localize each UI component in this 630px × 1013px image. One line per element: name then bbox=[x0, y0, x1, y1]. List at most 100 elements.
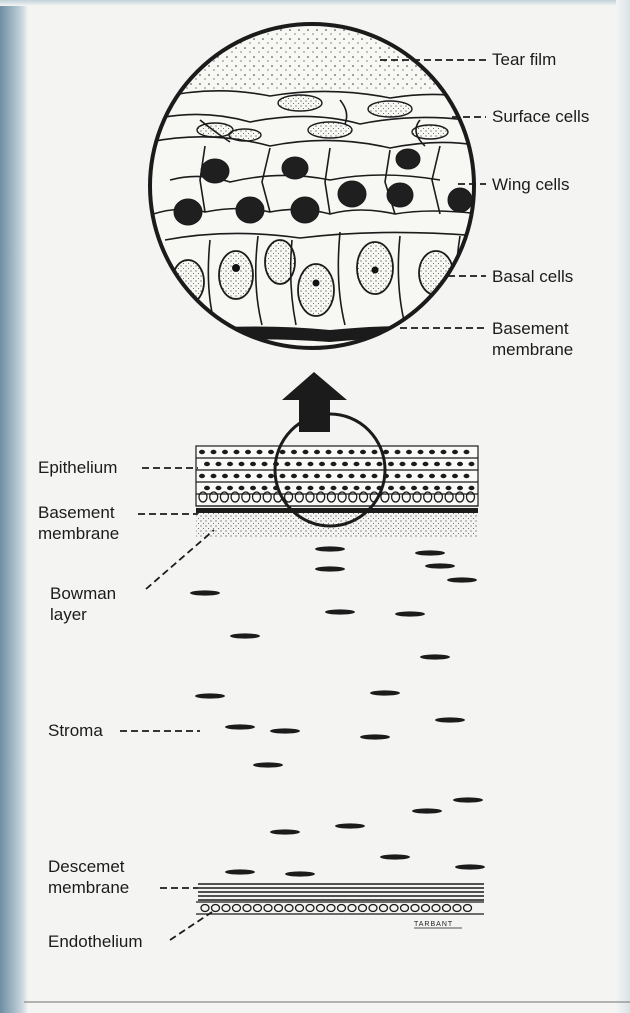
label-endothelium: Endothelium bbox=[48, 931, 143, 952]
epithelium-nucleus bbox=[446, 462, 452, 466]
epithelium-nucleus bbox=[429, 474, 435, 478]
label-epithelium: Epithelium bbox=[38, 457, 117, 478]
epithelium-nucleus bbox=[400, 462, 406, 466]
endothelium-cell bbox=[327, 905, 335, 912]
epithelium-nucleus bbox=[349, 450, 355, 454]
epithelium-nucleus bbox=[262, 462, 268, 466]
label-basal-cells: Basal cells bbox=[492, 266, 573, 287]
epithelium-nucleus bbox=[204, 486, 210, 490]
epithelium-nucleus bbox=[464, 450, 470, 454]
epithelium-nucleus bbox=[245, 474, 251, 478]
epithelium-nucleus bbox=[319, 462, 325, 466]
epithelium-nucleus bbox=[319, 486, 325, 490]
leader-bowman bbox=[146, 530, 214, 589]
artist-signature: TARBANT bbox=[414, 921, 453, 928]
endothelium-cell bbox=[411, 905, 419, 912]
label-stroma: Stroma bbox=[48, 720, 103, 741]
epithelium-nucleus bbox=[395, 450, 401, 454]
epithelium-nucleus bbox=[337, 450, 343, 454]
leader-endothelium bbox=[170, 912, 212, 940]
label-tear-film: Tear film bbox=[492, 49, 556, 70]
epithelium-nucleus bbox=[314, 450, 320, 454]
keratocyte bbox=[335, 823, 365, 828]
keratocyte bbox=[455, 864, 485, 869]
epithelium-nucleus bbox=[388, 462, 394, 466]
endothelium-cell bbox=[296, 905, 304, 912]
epithelium-nucleus bbox=[296, 462, 302, 466]
epithelium-nucleus bbox=[464, 474, 470, 478]
epithelium-nucleus bbox=[216, 462, 222, 466]
epithelium-nucleus bbox=[211, 450, 217, 454]
epithelium-nucleus bbox=[268, 474, 274, 478]
magnification-arrow bbox=[282, 372, 347, 432]
endothelium-cell bbox=[285, 905, 293, 912]
endothelium-cell bbox=[432, 905, 440, 912]
endothelium-cell bbox=[212, 905, 220, 912]
keratocyte bbox=[415, 550, 445, 555]
epithelium-nucleus bbox=[291, 450, 297, 454]
epithelium-nucleus bbox=[296, 486, 302, 490]
epithelium-nucleus bbox=[199, 474, 205, 478]
label-wing-cells: Wing cells bbox=[492, 174, 569, 195]
epithelium-nucleus bbox=[388, 486, 394, 490]
endothelium-cell bbox=[338, 905, 346, 912]
epithelium-nucleus bbox=[457, 486, 463, 490]
epithelium-nucleus bbox=[365, 486, 371, 490]
epithelium-nucleus bbox=[211, 474, 217, 478]
keratocyte bbox=[270, 728, 300, 733]
keratocyte bbox=[270, 829, 300, 834]
stroma-keratocytes bbox=[190, 546, 485, 876]
epithelium-nucleus bbox=[452, 474, 458, 478]
keratocyte bbox=[285, 871, 315, 876]
epithelium-nucleus bbox=[360, 450, 366, 454]
cornea-cross-section bbox=[190, 414, 485, 914]
endothelium-cell bbox=[422, 905, 430, 912]
keratocyte bbox=[395, 611, 425, 616]
endothelium-cell bbox=[275, 905, 283, 912]
keratocyte bbox=[435, 717, 465, 722]
epithelium-nucleus bbox=[314, 474, 320, 478]
epithelium-nucleus bbox=[337, 474, 343, 478]
label-bowman-layer: Bowman layer bbox=[50, 583, 116, 625]
keratocyte bbox=[325, 609, 355, 614]
keratocyte bbox=[370, 690, 400, 695]
epithelium-nucleus bbox=[326, 474, 332, 478]
epithelium-nucleus bbox=[469, 486, 475, 490]
epithelium-nucleus bbox=[280, 474, 286, 478]
epithelium-nucleus bbox=[423, 462, 429, 466]
label-basement-membrane-top: Basement membrane bbox=[492, 318, 573, 360]
endothelium-cells bbox=[201, 905, 472, 912]
epithelium-nucleus bbox=[446, 486, 452, 490]
endothelium-cell bbox=[401, 905, 409, 912]
epithelium-nucleus bbox=[434, 486, 440, 490]
epithelium-nucleus bbox=[411, 486, 417, 490]
epithelium-nucleus bbox=[372, 474, 378, 478]
epithelium-nucleus bbox=[262, 486, 268, 490]
epithelium-nucleus bbox=[360, 474, 366, 478]
epithelium-nucleus bbox=[395, 474, 401, 478]
epithelium-nucleus bbox=[354, 486, 360, 490]
descemet-membrane-lines bbox=[198, 884, 484, 900]
epithelium-nucleus bbox=[308, 462, 314, 466]
endothelium-cell bbox=[348, 905, 356, 912]
epithelium-nucleus bbox=[227, 462, 233, 466]
epithelium-nucleus bbox=[400, 486, 406, 490]
keratocyte bbox=[380, 854, 410, 859]
epithelium-nucleus bbox=[441, 474, 447, 478]
endothelium-cell bbox=[317, 905, 325, 912]
epithelium-nucleus bbox=[452, 450, 458, 454]
epithelium-nucleus bbox=[423, 486, 429, 490]
endothelium-cell bbox=[201, 905, 209, 912]
epithelium-nucleus bbox=[285, 462, 291, 466]
keratocyte bbox=[315, 566, 345, 571]
endothelium-cell bbox=[359, 905, 367, 912]
label-descemet-membrane: Descemet membrane bbox=[48, 856, 129, 898]
epithelium-nucleus bbox=[411, 462, 417, 466]
keratocyte bbox=[412, 808, 442, 813]
epithelium-nucleus bbox=[257, 474, 263, 478]
epithelium-nucleus bbox=[234, 474, 240, 478]
epithelium-nucleus bbox=[406, 474, 412, 478]
epithelium-nucleus bbox=[372, 450, 378, 454]
epithelium-nucleus bbox=[418, 450, 424, 454]
epithelium-nucleus bbox=[331, 486, 337, 490]
